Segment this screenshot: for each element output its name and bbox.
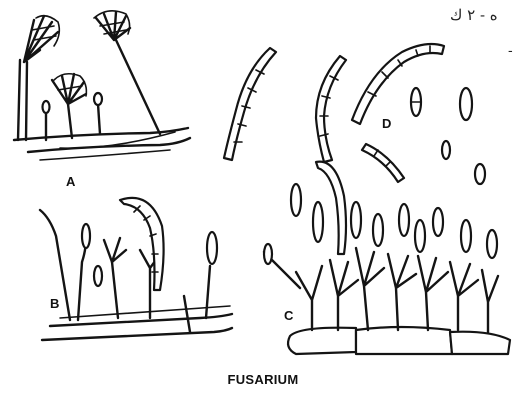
panel-label-a: A bbox=[66, 174, 75, 189]
panel-label-c: C bbox=[284, 308, 293, 323]
panel-a-drawing bbox=[14, 11, 190, 160]
panel-label-d: D bbox=[382, 116, 391, 131]
handwritten-note: ه - ٢ ك bbox=[450, 6, 498, 24]
panel-b-drawing bbox=[40, 198, 232, 340]
figure-caption: FUSARIUM bbox=[0, 372, 526, 387]
corner-mark: - bbox=[508, 42, 513, 58]
panel-c-drawing bbox=[264, 162, 510, 354]
panel-d-drawing bbox=[224, 44, 485, 184]
panel-label-b: B bbox=[50, 296, 59, 311]
